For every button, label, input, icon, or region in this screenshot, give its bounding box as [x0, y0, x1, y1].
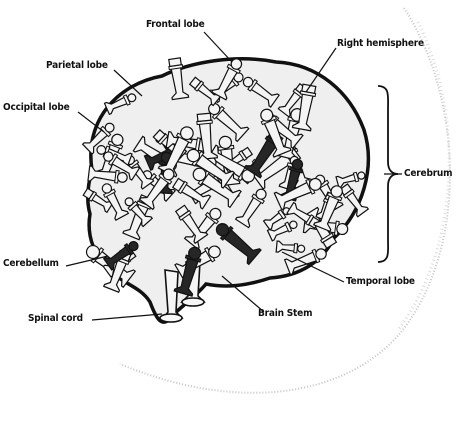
label-temporal-lobe: Temporal lobe [346, 276, 415, 288]
leader-spinal-cord [92, 314, 162, 320]
leader-frontal [204, 32, 232, 62]
label-occipital-lobe: Occipital lobe [3, 102, 70, 114]
label-cerebrum: Cerebrum [404, 168, 452, 180]
label-cerebellum: Cerebellum [3, 258, 59, 270]
label-frontal-lobe: Frontal lobe [146, 19, 205, 31]
label-right-hemisphere: Right hemisphere [337, 38, 424, 50]
label-brain-stem: Brain Stem [258, 308, 312, 320]
label-parietal-lobe: Parietal lobe [46, 60, 108, 72]
label-spinal-cord: Spinal cord [28, 313, 83, 325]
